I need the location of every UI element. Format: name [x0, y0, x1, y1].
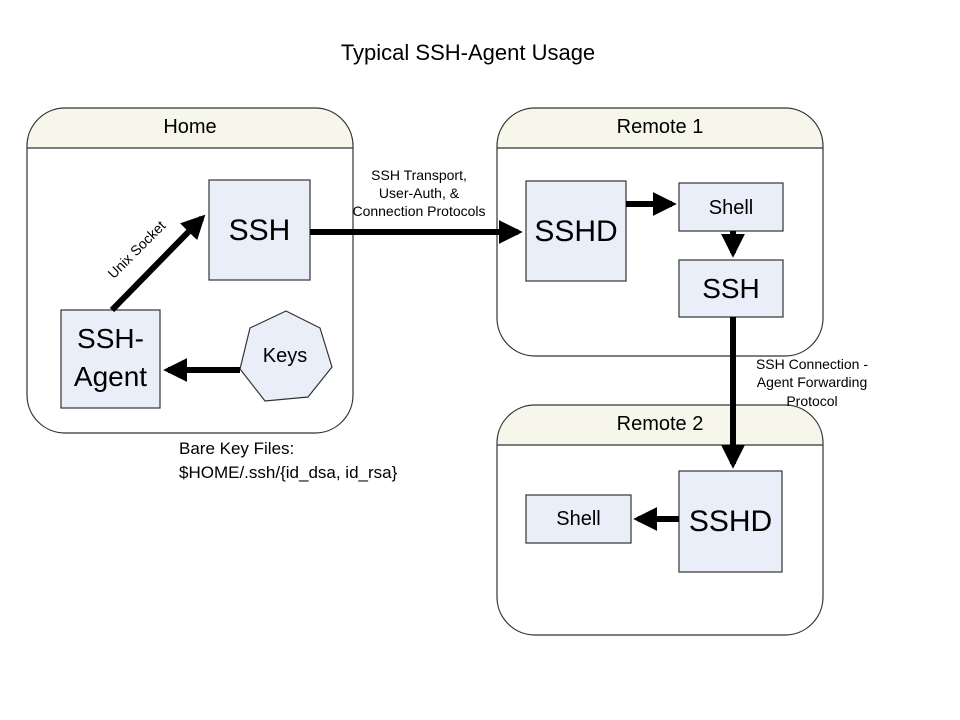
- arrow-agent-to-ssh: [109, 214, 206, 313]
- keys-label: Keys: [263, 345, 307, 367]
- key-files-note: Bare Key Files: $HOME/.ssh/{id_dsa, id_r…: [179, 439, 398, 482]
- home-label: Home: [163, 116, 216, 138]
- remote1-ssh-node: SSH: [678, 259, 784, 318]
- home-container: Home: [26, 107, 354, 434]
- diagram-title: Typical SSH-Agent Usage: [341, 40, 595, 65]
- keys-node: Keys: [239, 310, 333, 402]
- forwarding-label-line1: SSH Connection -: [756, 356, 868, 372]
- transport-label-line2: User-Auth, &: [379, 185, 460, 201]
- remote1-shell-label: Shell: [709, 197, 753, 219]
- ssh-agent-label-line2: Agent: [74, 361, 147, 392]
- remote1-ssh-label: SSH: [702, 273, 760, 304]
- remote2-sshd-node: SSHD: [678, 470, 783, 573]
- remote1-shell-node: Shell: [678, 182, 784, 232]
- key-files-line2: $HOME/.ssh/{id_dsa, id_rsa}: [179, 463, 398, 482]
- home-ssh-node: SSH: [208, 179, 311, 281]
- remote2-sshd-label: SSHD: [689, 505, 772, 538]
- transport-label: SSH Transport, User-Auth, & Connection P…: [352, 167, 485, 219]
- remote2-shell-label: Shell: [556, 508, 600, 530]
- forwarding-label: SSH Connection - Agent Forwarding Protoc…: [756, 356, 868, 409]
- remote2-label: Remote 2: [617, 413, 704, 435]
- forwarding-label-line2: Agent Forwarding: [757, 374, 868, 390]
- remote2-container: Remote 2: [496, 404, 824, 636]
- forwarding-label-line3: Protocol: [786, 393, 837, 409]
- remote1-label: Remote 1: [617, 116, 704, 138]
- home-ssh-label: SSH: [229, 214, 291, 247]
- key-files-line1: Bare Key Files:: [179, 439, 294, 458]
- ssh-agent-label-line1: SSH-: [77, 323, 144, 354]
- remote2-shell-node: Shell: [525, 494, 632, 544]
- transport-label-line1: SSH Transport,: [371, 167, 467, 183]
- remote1-sshd-node: SSHD: [525, 180, 627, 282]
- arrows: [109, 192, 745, 531]
- transport-label-line3: Connection Protocols: [352, 203, 485, 219]
- unix-socket-label: Unix Socket: [104, 217, 168, 281]
- ssh-agent-node: SSH- Agent: [60, 309, 161, 409]
- remote1-sshd-label: SSHD: [534, 215, 617, 248]
